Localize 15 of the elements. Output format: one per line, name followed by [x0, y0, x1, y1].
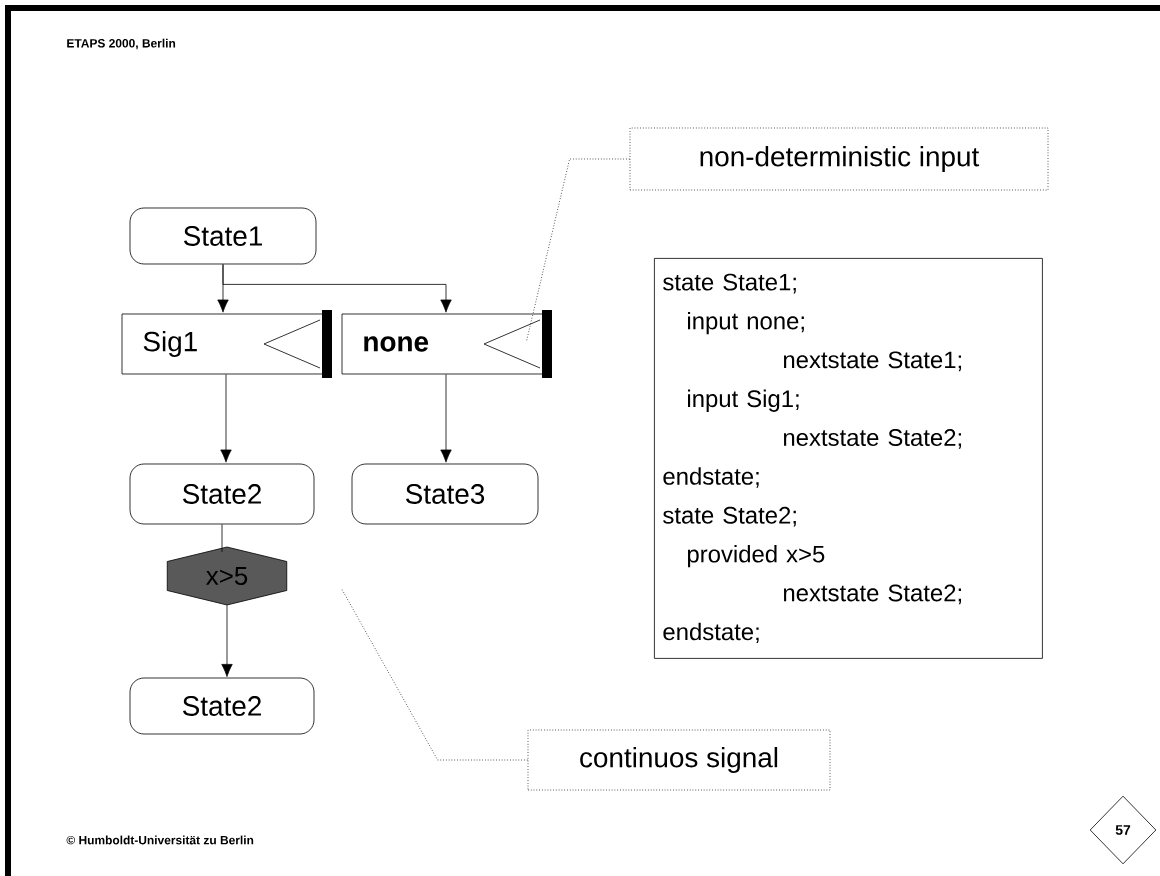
state-box: State3	[351, 463, 539, 525]
state-box: State1	[129, 207, 317, 265]
arrow	[440, 374, 452, 463]
state-box: State2	[129, 677, 315, 735]
callout-box: continuos signal	[527, 729, 831, 791]
condition-hexagon: x>5	[166, 546, 288, 606]
arrow	[222, 264, 452, 313]
arrow	[221, 604, 233, 677]
leader-line	[526, 158, 630, 342]
code-box: state State1; input none; nextstate State1; input Sig1; nextstate State2; endstate; state State2; provided x>5 nextstate State2; endstate;	[654, 258, 1043, 659]
callout-box: non-deterministic input	[629, 127, 1049, 191]
connector-line	[221, 524, 223, 553]
arrow	[220, 374, 232, 463]
state-box: State2	[129, 463, 315, 525]
leader-line	[340, 587, 528, 761]
